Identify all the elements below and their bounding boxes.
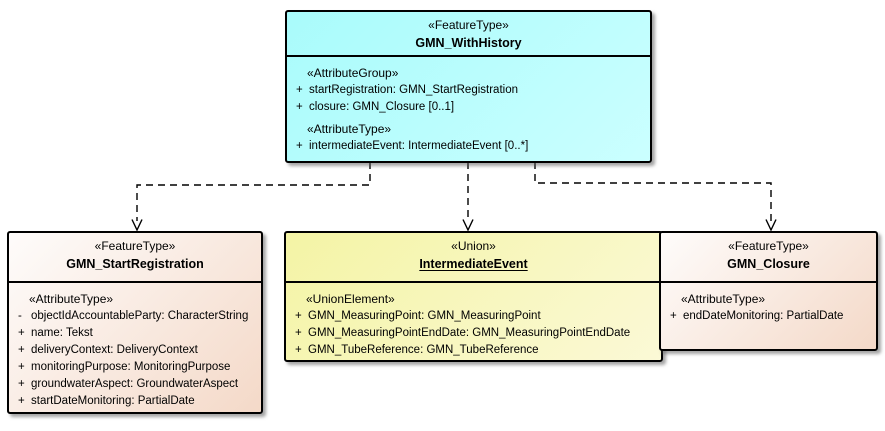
visibility-marker: + [296, 140, 303, 152]
attribute-row: + startDateMonitoring: PartialDate [9, 393, 261, 410]
class-name: GMN_WithHistory [415, 36, 522, 50]
visibility-marker: + [18, 395, 25, 407]
class-name: GMN_Closure [727, 257, 810, 271]
attribute-row: + endDateMonitoring: PartialDate [661, 308, 876, 325]
attribute-type-heading: «AttributeType» [307, 122, 392, 136]
attribute-row: + closure: GMN_Closure [0..1] [287, 99, 650, 116]
class-box-gmn-startregistration[interactable]: «FeatureType» GMN_StartRegistration «Att… [7, 231, 263, 414]
attribute-text: endDateMonitoring: PartialDate [683, 310, 844, 322]
open-arrowhead-icon [462, 219, 474, 232]
stereotype-label: «FeatureType» [94, 239, 176, 253]
attributes-compartment: «UnionElement» + GMN_MeasuringPoint: GMN… [286, 283, 661, 360]
attributes-compartment: «AttributeGroup» + startRegistration: GM… [287, 57, 650, 161]
attribute-text: GMN_TubeReference: GMN_TubeReference [308, 344, 539, 356]
attribute-type-heading: «AttributeType» [29, 292, 114, 306]
attribute-text: objectIdAccountableParty: CharacterStrin… [31, 310, 249, 322]
visibility-marker: - [18, 310, 22, 322]
box-header: «FeatureType» GMN_StartRegistration [9, 233, 261, 283]
attribute-row: + GMN_MeasuringPoint: GMN_MeasuringPoint [286, 308, 661, 325]
visibility-marker: + [295, 344, 302, 356]
attribute-row: + name: Tekst [9, 325, 261, 342]
box-header: «FeatureType» GMN_Closure [661, 233, 876, 283]
attribute-text: GMN_MeasuringPoint: GMN_MeasuringPoint [308, 310, 541, 322]
visibility-marker: + [670, 310, 677, 322]
attribute-text: monitoringPurpose: MonitoringPurpose [31, 361, 231, 373]
attribute-row: - objectIdAccountableParty: CharacterStr… [9, 308, 261, 325]
stereotype-label: «FeatureType» [428, 18, 509, 32]
attribute-text: closure: GMN_Closure [0..1] [309, 101, 455, 113]
union-element-heading: «UnionElement» [306, 292, 395, 306]
class-box-intermediateevent[interactable]: «Union» IntermediateEvent «UnionElement»… [284, 231, 663, 362]
box-header: «FeatureType» GMN_WithHistory [287, 12, 650, 57]
attribute-text: GMN_MeasuringPointEndDate: GMN_Measuring… [308, 327, 631, 339]
visibility-marker: + [295, 310, 302, 322]
attribute-row: + GMN_TubeReference: GMN_TubeReference [286, 342, 661, 359]
dependency-arrow-to-closure[interactable] [534, 162, 777, 232]
stereotype-label: «Union» [451, 239, 496, 253]
attribute-text: deliveryContext: DeliveryContext [31, 344, 198, 356]
dependency-arrow-to-intermediate-event[interactable] [462, 162, 474, 232]
attribute-row: + groundwaterAspect: GroundwaterAspect [9, 376, 261, 393]
class-name: IntermediateEvent [419, 257, 528, 271]
visibility-marker: + [18, 344, 25, 356]
visibility-marker: + [18, 327, 25, 339]
attribute-text: startRegistration: GMN_StartRegistration [309, 84, 518, 96]
visibility-marker: + [295, 327, 302, 339]
attribute-text: groundwaterAspect: GroundwaterAspect [31, 378, 239, 390]
stereotype-label: «FeatureType» [728, 239, 809, 253]
attributes-compartment: «AttributeType» + endDateMonitoring: Par… [661, 283, 876, 349]
attribute-row: + intermediateEvent: IntermediateEvent [… [287, 138, 650, 155]
open-arrowhead-icon [131, 219, 143, 232]
class-box-gmn-withhistory[interactable]: «FeatureType» GMN_WithHistory «Attribute… [285, 10, 652, 163]
attribute-text: startDateMonitoring: PartialDate [31, 395, 195, 407]
class-name: GMN_StartRegistration [66, 257, 204, 271]
box-header: «Union» IntermediateEvent [286, 233, 661, 283]
attribute-row: + GMN_MeasuringPointEndDate: GMN_Measuri… [286, 325, 661, 342]
visibility-marker: + [18, 361, 25, 373]
visibility-marker: + [296, 84, 303, 96]
attribute-type-heading: «AttributeType» [681, 292, 766, 306]
attribute-row: + startRegistration: GMN_StartRegistrati… [287, 82, 650, 99]
attribute-row: + deliveryContext: DeliveryContext [9, 342, 261, 359]
visibility-marker: + [18, 378, 25, 390]
attribute-group-heading: «AttributeGroup» [307, 66, 399, 80]
visibility-marker: + [296, 101, 303, 113]
class-box-gmn-closure[interactable]: «FeatureType» GMN_Closure «AttributeType… [659, 231, 878, 351]
attribute-row: + monitoringPurpose: MonitoringPurpose [9, 359, 261, 376]
attribute-text: intermediateEvent: IntermediateEvent [0.… [309, 140, 529, 152]
dependency-arrow-to-start-registration[interactable] [131, 162, 371, 232]
attribute-text: name: Tekst [31, 327, 93, 339]
attributes-compartment: «AttributeType» - objectIdAccountablePar… [9, 283, 261, 412]
open-arrowhead-icon [765, 219, 777, 232]
